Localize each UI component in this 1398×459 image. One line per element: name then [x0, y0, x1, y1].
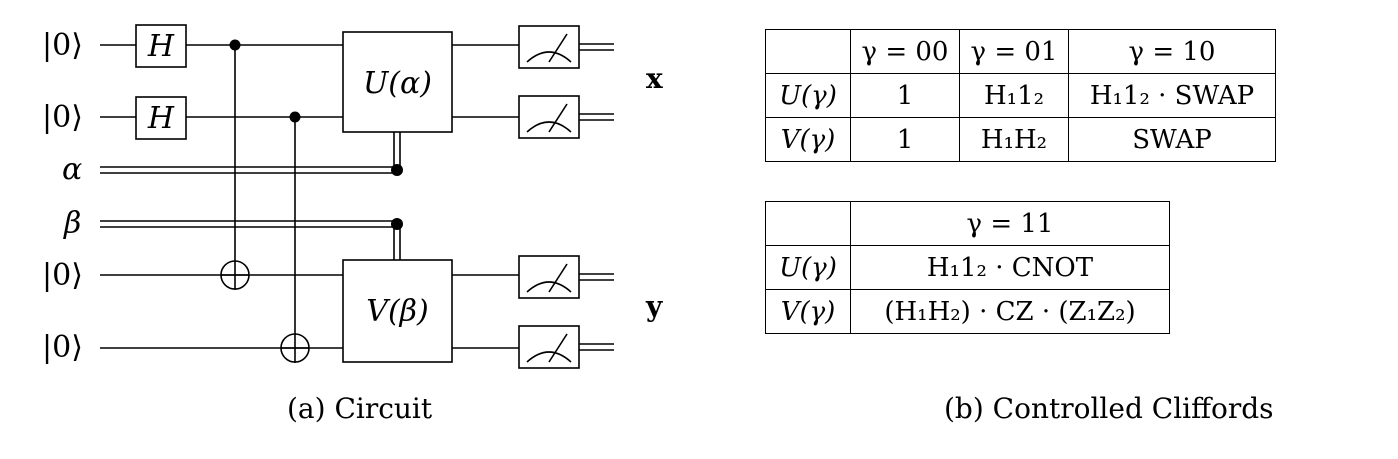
table-cell: H₁H₂	[959, 117, 1069, 162]
quantum-circuit	[100, 24, 614, 369]
measure-3	[518, 255, 580, 299]
table-row: U(γ) 1 H₁1₂ H₁1₂ · SWAP	[765, 73, 1276, 118]
table-cell: V(γ)	[765, 117, 851, 162]
h-gate-1-label: H	[147, 29, 175, 64]
output-label-y: y	[646, 290, 663, 323]
control-dot-beta	[391, 218, 403, 230]
table-cell: H₁1₂	[959, 73, 1069, 118]
table-row: γ = 00 γ = 01 γ = 10	[765, 29, 1276, 74]
v-gate	[342, 259, 453, 363]
table-cell: γ = 11	[850, 201, 1170, 246]
table-row: γ = 11	[765, 201, 1170, 246]
u-gate-label: U(α)	[363, 66, 432, 101]
caption-circuit: (a) Circuit	[287, 392, 433, 425]
table-cell: γ = 01	[959, 29, 1069, 74]
table-row: U(γ) H₁1₂ · CNOT	[765, 245, 1170, 290]
table-cell: U(γ)	[765, 245, 851, 290]
table-cell: 1	[850, 73, 960, 118]
h-gate-2	[135, 96, 187, 140]
input-label-q2: |0⟩	[42, 100, 83, 135]
table-cell: γ = 00	[850, 29, 960, 74]
table-cell: V(γ)	[765, 289, 851, 334]
control-dot-alpha	[391, 164, 403, 176]
input-label-q4: |0⟩	[42, 330, 83, 365]
table-cell: H₁1₂ · CNOT	[850, 245, 1170, 290]
v-gate-label: V(β)	[366, 294, 429, 329]
control-dot-1	[229, 39, 241, 51]
control-dot-2	[289, 111, 301, 123]
table-cell: 1	[850, 117, 960, 162]
input-label-beta: β	[64, 206, 82, 241]
table-cell: (H₁H₂) · CZ · (Z₁Z₂)	[850, 289, 1170, 334]
table-cell	[765, 29, 851, 74]
caption-controlled-cliffords: (b) Controlled Cliffords	[944, 392, 1274, 425]
measure-1	[518, 25, 580, 69]
measure-4	[518, 325, 580, 369]
clifford-table-2: γ = 11 U(γ) H₁1₂ · CNOT V(γ) (H₁H₂) · CZ…	[765, 201, 1170, 334]
table-row: V(γ) 1 H₁H₂ SWAP	[765, 117, 1276, 162]
clifford-table-1: γ = 00 γ = 01 γ = 10 U(γ) 1 H₁1₂ H₁1₂ · …	[765, 29, 1276, 162]
h-gate-2-label: H	[147, 101, 175, 136]
input-label-alpha: α	[62, 152, 83, 187]
table-cell: γ = 10	[1068, 29, 1276, 74]
table-cell: SWAP	[1068, 117, 1276, 162]
table-cell	[765, 201, 851, 246]
table-row: V(γ) (H₁H₂) · CZ · (Z₁Z₂)	[765, 289, 1170, 334]
h-gate-1	[135, 24, 187, 68]
input-label-q3: |0⟩	[42, 258, 83, 293]
input-label-q1: |0⟩	[42, 28, 83, 63]
measure-2	[518, 95, 580, 139]
u-gate	[342, 31, 453, 133]
table-cell: H₁1₂ · SWAP	[1068, 73, 1276, 118]
table-cell: U(γ)	[765, 73, 851, 118]
output-label-x: x	[646, 62, 663, 95]
